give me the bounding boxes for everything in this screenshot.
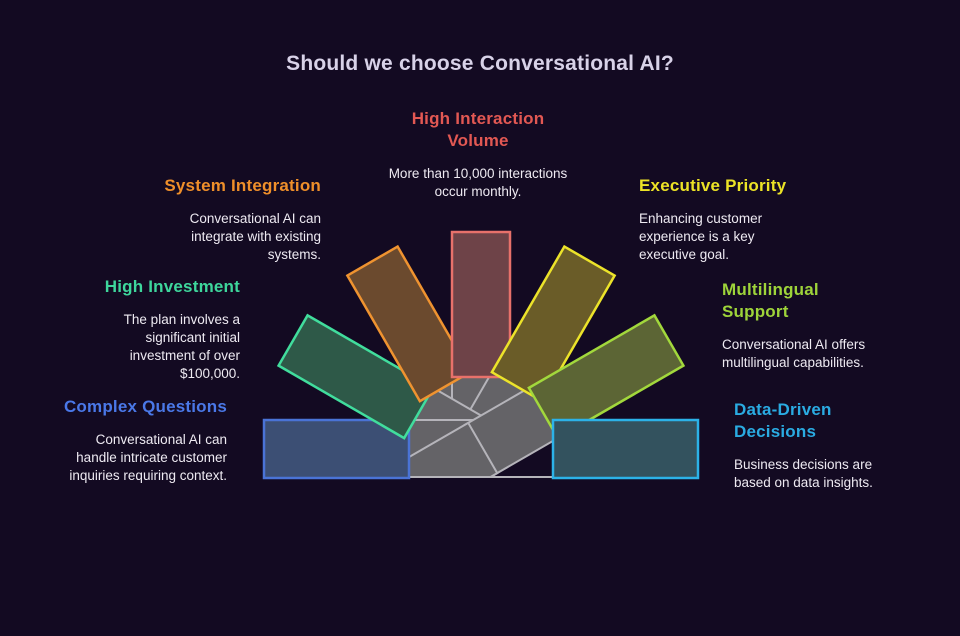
topic-block-multilingual-support: Multilingual Support Conversational AI o…	[722, 279, 887, 372]
fan-blade-high-investment	[276, 313, 435, 440]
fan-blade-multilingual-support	[527, 313, 686, 440]
topic-label-high-investment: High Investment	[104, 277, 240, 296]
topic-block-executive-priority: Executive Priority Enhancing customer ex…	[639, 175, 789, 264]
topic-label-high-interaction-volume: High Interaction Volume	[411, 109, 545, 150]
topic-block-high-interaction-volume: High Interaction Volume More than 10,000…	[368, 108, 588, 201]
topic-label-complex-questions: Complex Questions	[63, 397, 227, 416]
topic-label-system-integration: System Integration	[164, 176, 321, 195]
topic-description-complex-questions: Conversational AI can handle intricate c…	[69, 432, 227, 483]
topic-block-system-integration: System Integration Conversational AI can…	[156, 175, 321, 264]
fan-blade-complex-questions	[262, 418, 411, 480]
topic-label-executive-priority: Executive Priority	[639, 176, 787, 195]
topic-description-high-interaction-volume: More than 10,000 interactions occur mont…	[388, 166, 568, 199]
fan-blade-executive-priority	[490, 244, 617, 403]
topic-block-high-investment: High Investment The plan involves a sign…	[90, 276, 240, 383]
topic-description-high-investment: The plan involves a significant initial …	[123, 312, 240, 381]
page-title: Should we choose Conversational AI?	[286, 52, 674, 75]
fan-blade-high-interaction-volume	[450, 230, 512, 379]
topic-description-executive-priority: Enhancing customer experience is a key e…	[639, 211, 763, 262]
fan-fold-complex-questions	[397, 421, 499, 478]
fan-blade-data-driven-decisions	[551, 418, 700, 480]
topic-block-complex-questions: Complex Questions Conversational AI can …	[62, 396, 227, 485]
topic-block-data-driven-decisions: Data-Driven Decisions Business decisions…	[734, 399, 894, 492]
topic-label-multilingual-support: Multilingual Support	[722, 280, 819, 321]
topic-description-data-driven-decisions: Business decisions are based on data ins…	[734, 457, 873, 490]
fan-blade-system-integration	[345, 244, 472, 403]
topic-description-system-integration: Conversational AI can integrate with exi…	[189, 211, 321, 262]
topic-description-multilingual-support: Conversational AI offers multilingual ca…	[722, 337, 866, 370]
topic-label-data-driven-decisions: Data-Driven Decisions	[734, 400, 832, 441]
